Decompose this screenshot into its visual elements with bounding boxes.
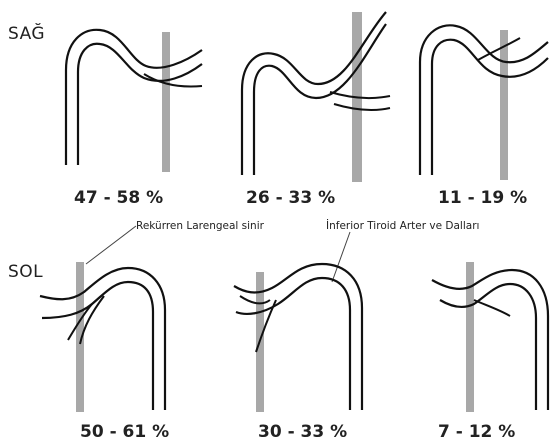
left-side-label: SOL <box>8 262 43 282</box>
nerve-inner <box>432 40 548 175</box>
left-variant-1 <box>40 262 165 412</box>
nerve-outer <box>420 25 548 175</box>
artery-annotation: İnferior Tiroid Arter ve Dalları <box>326 220 479 232</box>
left-variant-2-percentage: 30 - 33 % <box>258 422 347 442</box>
nerve-branch-2 <box>240 296 270 303</box>
right-variant-3-percentage: 11 - 19 % <box>438 188 527 208</box>
right-variant-1 <box>66 30 202 172</box>
nerve-outer <box>242 12 386 175</box>
left-variant-3 <box>432 262 548 412</box>
artery-bar <box>162 32 170 172</box>
nerve-annotation: Rekürren Larengeal sinir <box>136 220 264 232</box>
left-variant-1-percentage: 50 - 61 % <box>80 422 169 442</box>
right-side-label: SAĞ <box>8 24 45 44</box>
nerve-inner <box>254 24 386 175</box>
nerve-branch <box>474 300 510 316</box>
nerve-inner <box>42 282 153 410</box>
right-variant-2 <box>242 12 390 182</box>
nerve-outer <box>66 30 202 165</box>
left-variant-3-percentage: 7 - 12 % <box>438 422 515 442</box>
right-variant-3 <box>420 25 548 180</box>
right-variant-2-percentage: 26 - 33 % <box>246 188 335 208</box>
nerve-leader-line <box>86 226 136 264</box>
artery-leader-line <box>332 232 350 282</box>
right-variant-1-percentage: 47 - 58 % <box>74 188 163 208</box>
nerve-inner <box>440 284 536 410</box>
left-variant-2 <box>234 264 362 412</box>
nerve-inner <box>236 278 350 410</box>
artery-bar <box>500 30 508 180</box>
